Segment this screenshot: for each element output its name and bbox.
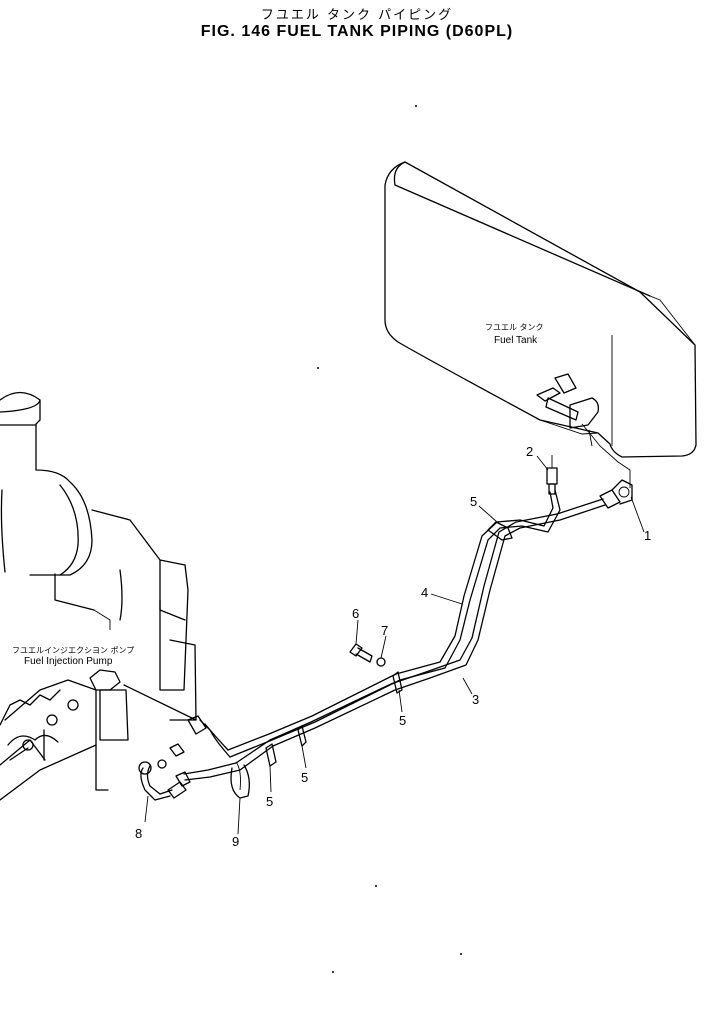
- clip-9: [230, 761, 250, 799]
- bolt-6: [349, 643, 373, 663]
- callout-9: 9: [232, 834, 239, 849]
- clamp-5-lower1: [297, 725, 307, 747]
- pipe-4-pump-end-inner: [204, 723, 229, 751]
- injection-pump-label-en: Fuel Injection Pump: [24, 656, 113, 667]
- injection-pump-label-jp: フユエルインジエクシヨン ポンプ: [12, 646, 134, 655]
- elbow-fitting-1: [599, 479, 633, 509]
- fuel-tank-label-en: Fuel Tank: [494, 335, 538, 346]
- washer-7: [376, 657, 386, 667]
- callout-7: 7: [381, 623, 388, 638]
- pump-inlet-fitting: [187, 715, 207, 735]
- callout-5-lower2: 5: [266, 794, 273, 809]
- callout-5-lower1: 5: [301, 770, 308, 785]
- callout-1: 1: [644, 528, 651, 543]
- callout-3: 3: [472, 692, 479, 707]
- figure-title-japanese: フユエル タンク パイピング: [260, 8, 454, 23]
- callout-5-top: 5: [470, 494, 477, 509]
- leader-lines: [144, 455, 645, 835]
- fuel-tank-label-jp: フユエル タンク: [485, 323, 544, 332]
- figure-title-english: FIG. 146 FUEL TANK PIPING (D60PL): [200, 23, 514, 40]
- pipe-3: [183, 498, 606, 781]
- fuel-tank: フユエル タンク Fuel Tank: [384, 161, 697, 458]
- callout-5-mid: 5: [399, 713, 406, 728]
- hose-8: [138, 743, 191, 801]
- pipe-4: [227, 489, 561, 758]
- clamp-5-top: [487, 521, 513, 541]
- callout-2: 2: [526, 444, 533, 459]
- clamp-5-lower2: [265, 743, 277, 767]
- callout-8: 8: [135, 826, 142, 841]
- connector-2: [546, 455, 558, 495]
- figure-title-block: フユエル タンク パイピング FIG. 146 FUEL TANK PIPING…: [0, 8, 714, 41]
- fuel-injection-pump: フユエルインジエクシヨン ポンプ Fuel Injection Pump: [0, 391, 197, 801]
- callout-4: 4: [421, 585, 428, 600]
- clamp-5-mid: [392, 671, 403, 694]
- scan-specks: [317, 105, 462, 973]
- tank-outlet-fittings: [536, 373, 631, 488]
- callout-6: 6: [352, 606, 359, 621]
